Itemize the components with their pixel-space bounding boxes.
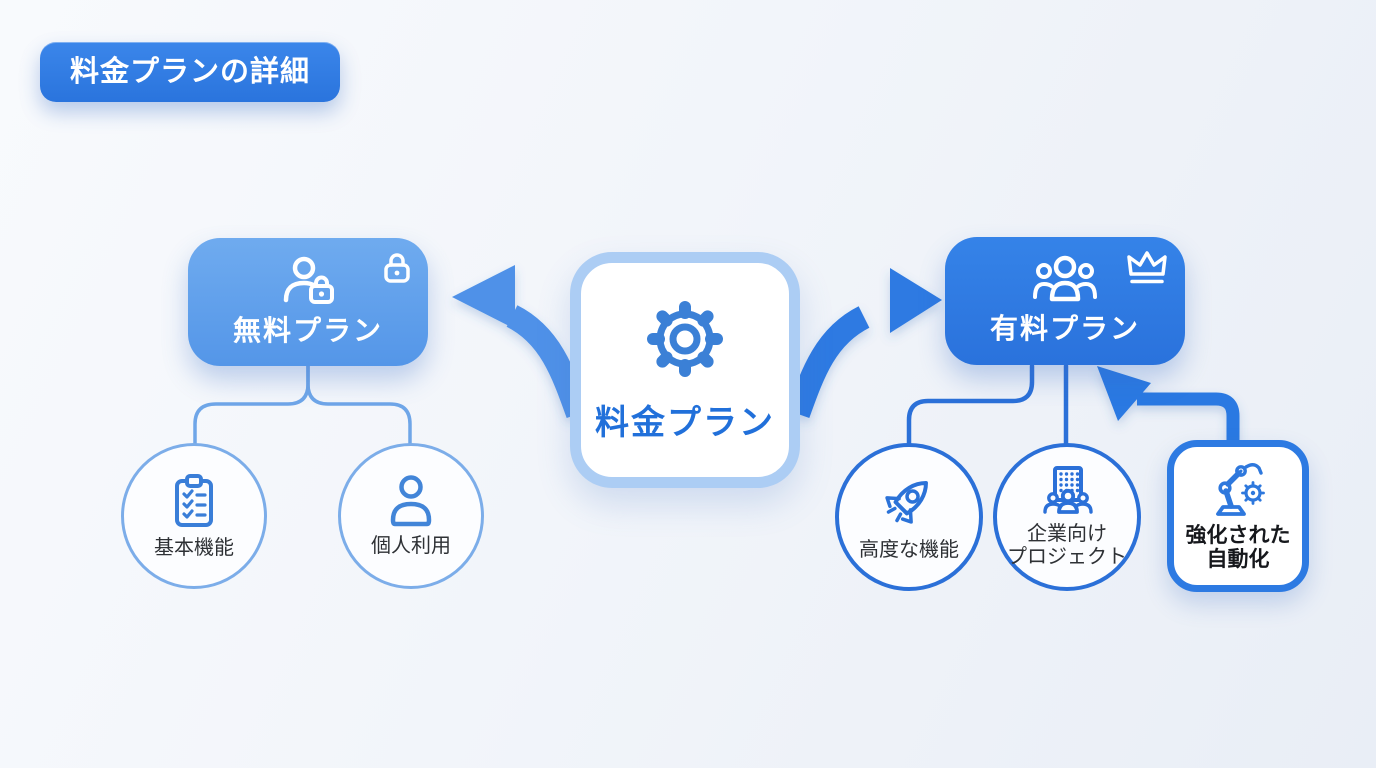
user-lock-icon: [283, 256, 334, 304]
office-people-icon: [1043, 466, 1093, 514]
feature-automation-line1: 強化された: [1185, 523, 1291, 547]
paid-plan-node: 有料プラン: [945, 237, 1185, 365]
feature-personal-use: 個人利用: [338, 443, 484, 589]
free-plan-node: 無料プラン: [188, 238, 428, 366]
feature-enterprise-line2: プロジェクト: [1007, 546, 1127, 568]
paid-plan-tree-connector: [906, 363, 1069, 447]
arrow-to-paid-plan: [786, 268, 942, 419]
feature-enterprise-label: 企業向け プロジェクト: [1007, 523, 1127, 569]
arrow-to-free-plan: [452, 265, 590, 419]
user-icon: [390, 474, 432, 526]
feature-automation-label: 強化された 自動化: [1186, 524, 1291, 572]
feature-enterprise-projects: 企業向け プロジェクト: [993, 443, 1141, 591]
feature-advanced-functions: 高度な機能: [835, 443, 983, 591]
arrow-automation-to-paid: [1097, 366, 1240, 444]
gear-icon: [647, 300, 723, 377]
page-title: 料金プランの詳細: [40, 42, 341, 102]
crown-icon: [1127, 251, 1167, 284]
free-plan-tree-connector: [193, 364, 412, 446]
feature-personal-label: 個人利用: [371, 534, 451, 557]
checklist-clipboard-icon: [175, 473, 213, 527]
free-plan-label: 無料プラン: [232, 315, 383, 346]
users-icon: [1033, 255, 1097, 302]
robot-arm-gear-icon: [1216, 462, 1265, 516]
feature-basic-functions: 基本機能: [121, 443, 267, 589]
feature-basic-label: 基本機能: [154, 536, 234, 559]
feature-enterprise-line1: 企業向け: [1027, 523, 1107, 545]
pricing-plan-node: 料金プラン: [570, 252, 800, 488]
rocket-icon: [885, 480, 928, 524]
feature-advanced-label: 高度な機能: [859, 538, 959, 561]
feature-enhanced-automation: 強化された 自動化: [1167, 440, 1309, 592]
feature-automation-line2: 自動化: [1206, 548, 1270, 571]
pricing-plan-label: 料金プラン: [595, 403, 775, 442]
paid-plan-label: 有料プラン: [989, 313, 1140, 344]
lock-icon: [384, 253, 410, 283]
